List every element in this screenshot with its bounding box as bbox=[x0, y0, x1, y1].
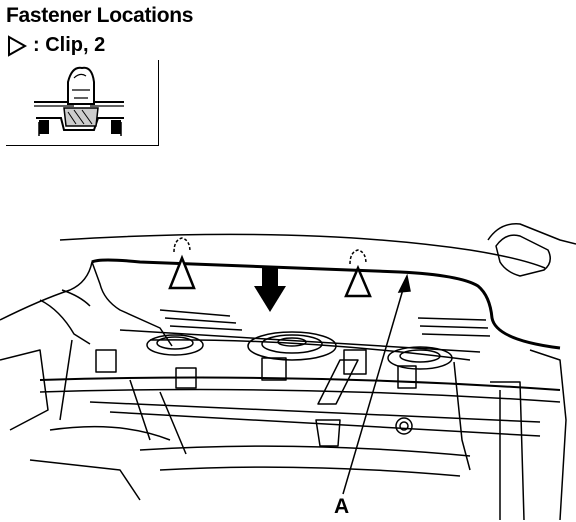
callout-a-leader bbox=[342, 273, 411, 495]
page-title: Fastener Locations bbox=[6, 4, 194, 27]
clip-detail-inset bbox=[6, 60, 159, 146]
legend-clip-label: : Clip, 2 bbox=[33, 34, 106, 56]
callout-a-label: A bbox=[334, 495, 350, 518]
clip-location-right bbox=[344, 249, 372, 298]
clip-location-left bbox=[168, 237, 196, 290]
legend-clip: : Clip, 2 bbox=[6, 34, 105, 57]
removal-direction-arrow bbox=[254, 268, 286, 312]
hollow-triangle-icon bbox=[8, 34, 28, 57]
clip-detail-drawing bbox=[34, 66, 124, 136]
